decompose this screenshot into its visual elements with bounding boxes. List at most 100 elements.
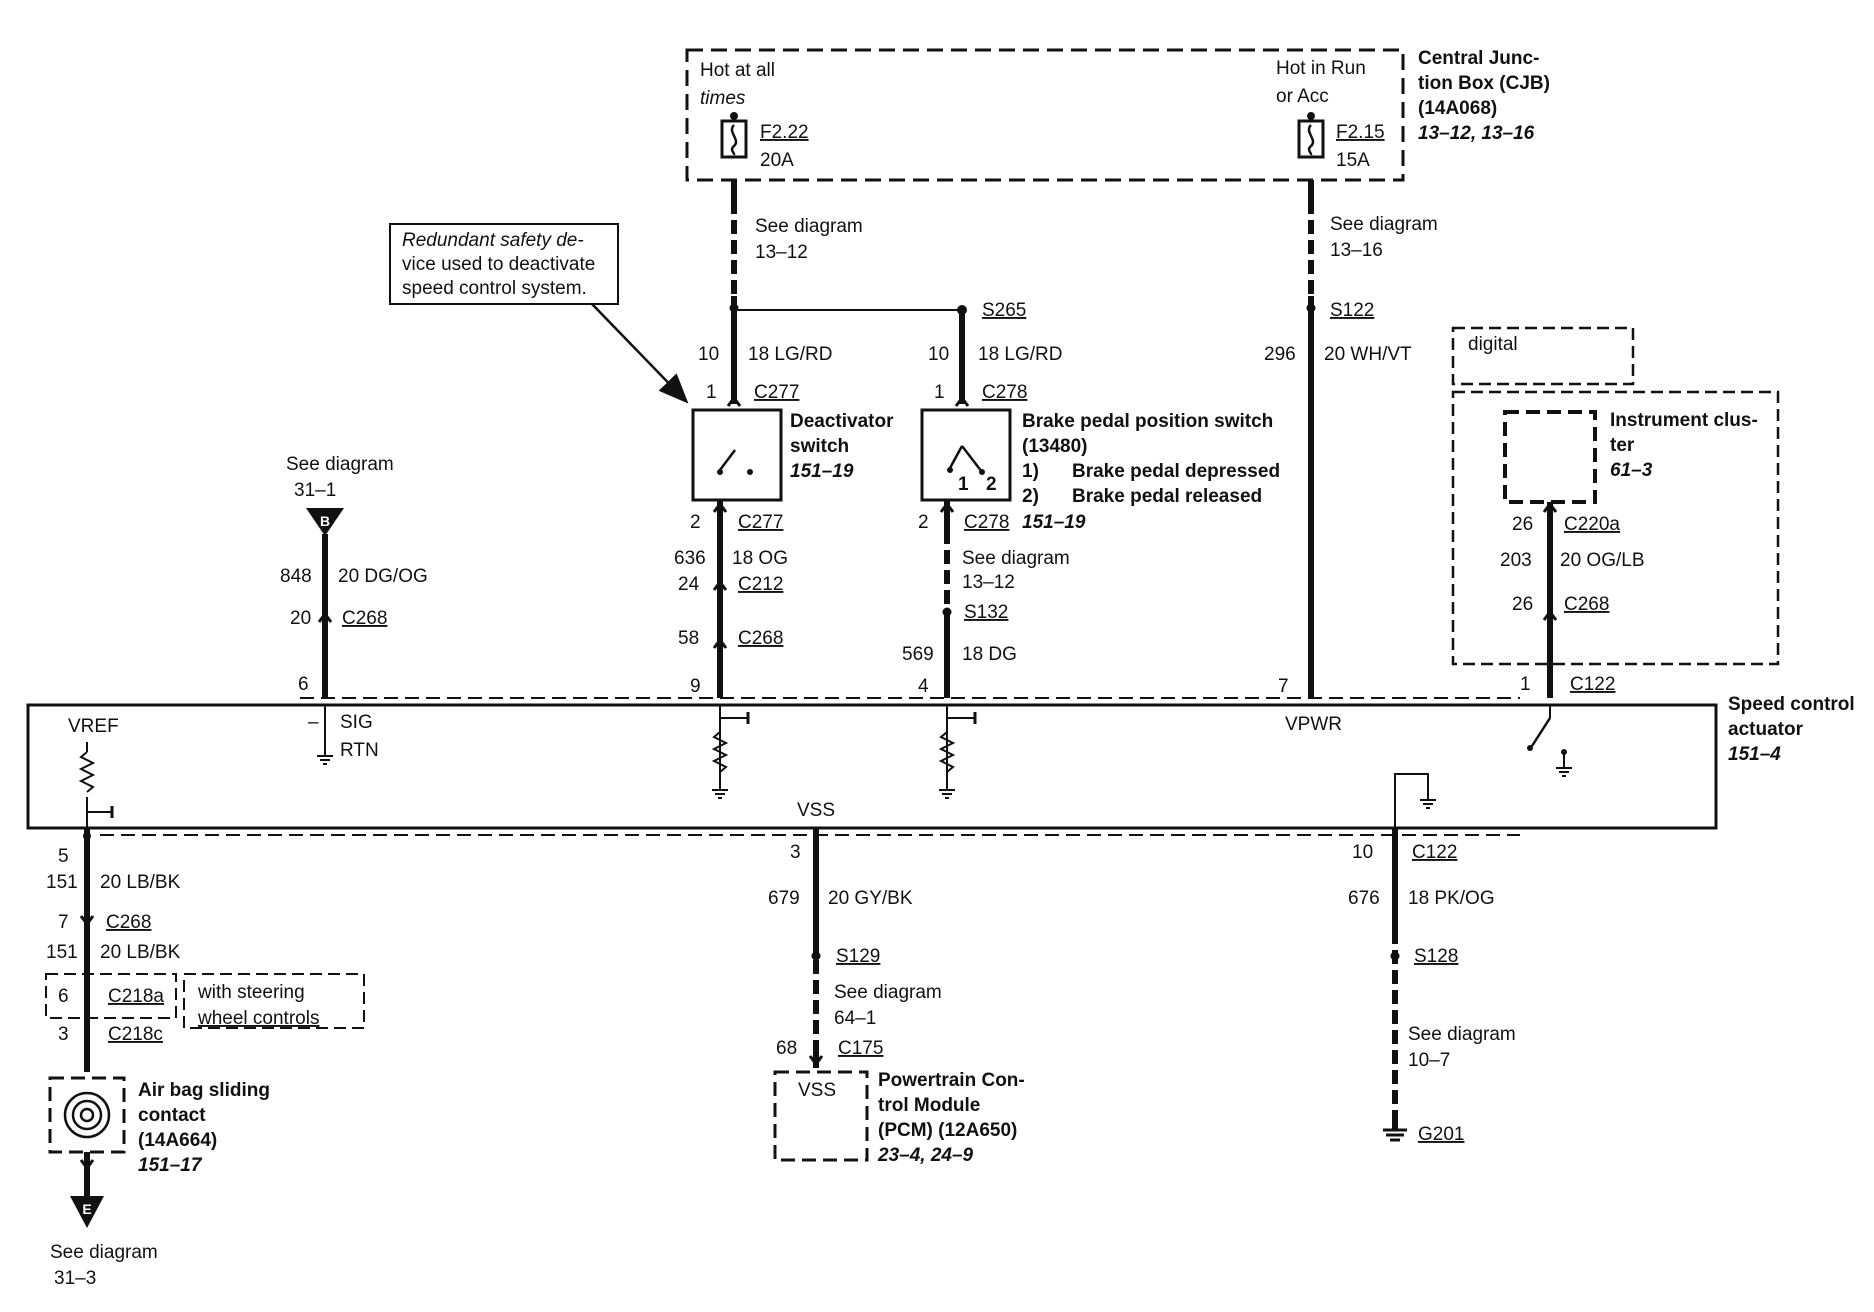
brake-name-line2: (13480) bbox=[1022, 436, 1088, 457]
wire-679-circuit: 3 679 20 GY/BK S129 See diagram 64–1 68 … bbox=[768, 828, 942, 1068]
see-diagram-64-1-label: See diagram bbox=[834, 982, 942, 1003]
left-pin5: 5 bbox=[58, 846, 69, 867]
c218a-pin: 6 bbox=[58, 986, 69, 1007]
brake-state1: Brake pedal depressed bbox=[1072, 461, 1280, 482]
airbag-name-line3: (14A664) bbox=[138, 1130, 217, 1151]
actuator-sig: SIG bbox=[340, 712, 373, 733]
c212-pin: 24 bbox=[678, 574, 700, 595]
c277-bottom-label: C277 bbox=[738, 512, 783, 533]
c268-cluster-label: C268 bbox=[1564, 594, 1609, 615]
pcm-name-line1: Powertrain Con- bbox=[878, 1070, 1025, 1091]
c278-top-label: C278 bbox=[982, 382, 1027, 403]
see-diagram-31-1-ref: 31–1 bbox=[294, 480, 336, 501]
see-diagram-31-3-ref: 31–3 bbox=[54, 1268, 96, 1289]
see-diagram-13-12-mid-label: See diagram bbox=[962, 548, 1070, 569]
splice-s128: S128 bbox=[1414, 946, 1458, 967]
wire569-pin: 569 bbox=[902, 644, 934, 665]
c220a-pin: 26 bbox=[1512, 514, 1533, 535]
wire-848-circuit: See diagram 31–1 B 848 20 DG/OG 20 C268 … bbox=[280, 454, 428, 698]
actuator-pin7: 7 bbox=[1278, 676, 1289, 697]
wire296-label: 20 WH/VT bbox=[1324, 344, 1412, 365]
see-diagram-13-12-top-ref: 13–12 bbox=[755, 242, 808, 263]
cjb-title-line3: (14A068) bbox=[1418, 98, 1497, 119]
brake-name-line1: Brake pedal position switch bbox=[1022, 411, 1273, 432]
see-diagram-13-12-mid-ref: 13–12 bbox=[962, 572, 1015, 593]
c212-label: C212 bbox=[738, 574, 783, 595]
instrument-cluster: digital Instrument clus- ter 61–3 26 C22… bbox=[1451, 326, 1780, 698]
splice-s122: S122 bbox=[1330, 300, 1374, 321]
actuator-vref: VREF bbox=[68, 716, 119, 737]
ground-g201: G201 bbox=[1418, 1124, 1464, 1145]
note-line1: Redundant safety de- bbox=[402, 230, 584, 251]
actuator-name-line1: Speed control bbox=[1728, 694, 1855, 715]
see-diagram-13-12-top-label: See diagram bbox=[755, 216, 863, 237]
c268-deact-pin: 58 bbox=[678, 628, 699, 649]
wire-151-circuit: 5 151 20 LB/BK 7 C268 151 20 LB/BK 6 C21… bbox=[45, 828, 365, 1072]
see-diagram-64-1-ref: 64–1 bbox=[834, 1008, 876, 1029]
fuse1-id: F2.22 bbox=[760, 122, 809, 143]
c220a-label: C220a bbox=[1564, 514, 1620, 535]
speed-control-actuator: VREF – SIG RTN VPWR VSS Sp bbox=[26, 694, 1855, 836]
fuse2-amp: 15A bbox=[1336, 150, 1370, 171]
cluster-name-line1: Instrument clus- bbox=[1610, 410, 1758, 431]
wire679-pin: 679 bbox=[768, 888, 800, 909]
fuse-f2-22: F2.22 20A bbox=[720, 112, 809, 171]
actuator-minus: – bbox=[308, 712, 319, 733]
fuse2-id: F2.15 bbox=[1336, 122, 1385, 143]
c268-cluster-pin: 26 bbox=[1512, 594, 1533, 615]
pcm-vss: VSS bbox=[798, 1080, 836, 1101]
wire10a-pin: 10 bbox=[698, 344, 719, 365]
see-diagram-31-3-label: See diagram bbox=[50, 1242, 158, 1263]
wire636-label: 18 OG bbox=[732, 548, 788, 569]
see-diagram-13-16-ref: 13–16 bbox=[1330, 240, 1383, 261]
airbag-name-line2: contact bbox=[138, 1105, 206, 1126]
steering-line1: with steering bbox=[197, 982, 305, 1003]
c278-top-pin: 1 bbox=[934, 382, 945, 403]
wire636-pin: 636 bbox=[674, 548, 706, 569]
actuator-pin4: 4 bbox=[918, 676, 929, 697]
cjb-hot-run-line2: or Acc bbox=[1276, 86, 1329, 107]
see-diagram-13-16-label: See diagram bbox=[1330, 214, 1438, 235]
wire848-label: 20 DG/OG bbox=[338, 566, 428, 587]
note-line2: vice used to deactivate bbox=[402, 254, 595, 275]
cluster-ref: 61–3 bbox=[1610, 460, 1653, 481]
deactivator-name-line1: Deactivator bbox=[790, 411, 894, 432]
actuator-pin9: 9 bbox=[690, 676, 701, 697]
brake-state1-num: 1) bbox=[1022, 461, 1039, 482]
wire-636-circuit: 2 C277 636 18 OG 24 C212 58 C268 9 bbox=[674, 500, 788, 698]
actuator-vpwr: VPWR bbox=[1285, 714, 1342, 735]
c278-bottom-pin: 2 bbox=[918, 512, 929, 533]
brake-ref: 151–19 bbox=[1022, 512, 1086, 533]
redundant-safety-note: Redundant safety de- vice used to deacti… bbox=[389, 223, 689, 404]
cjb-hot-all-line2: times bbox=[700, 88, 746, 109]
wire-f2-22-circuit: See diagram 13–12 10 18 LG/RD S265 10 18… bbox=[698, 180, 1062, 407]
wire-569-circuit: 2 C278 See diagram 13–12 S132 569 18 DG … bbox=[902, 500, 1070, 698]
wire10a-label: 18 LG/RD bbox=[748, 344, 832, 365]
fuse-f2-15: F2.15 15A bbox=[1297, 112, 1385, 171]
deactivator-name-line2: switch bbox=[790, 436, 849, 457]
actuator-pin6: 6 bbox=[298, 674, 309, 695]
c268-left-pin: 7 bbox=[58, 912, 69, 933]
c218c-label: C218c bbox=[108, 1024, 163, 1045]
wire10b-pin: 10 bbox=[928, 344, 949, 365]
c277-bottom-pin: 2 bbox=[690, 512, 701, 533]
deactivator-ref: 151–19 bbox=[790, 461, 854, 482]
wire676-label: 18 PK/OG bbox=[1408, 888, 1495, 909]
pcm-ref: 23–4, 24–9 bbox=[877, 1145, 974, 1166]
actuator-name-line2: actuator bbox=[1728, 719, 1804, 740]
pcm-name-line3: (PCM) (12A650) bbox=[878, 1120, 1017, 1141]
cjb-title-line2: tion Box (CJB) bbox=[1418, 73, 1550, 94]
central-junction-box: Hot at all times Hot in Run or Acc F2.22… bbox=[685, 48, 1550, 182]
c268-deact-label: C268 bbox=[738, 628, 783, 649]
actuator-rtn: RTN bbox=[340, 740, 379, 761]
c218c-pin: 3 bbox=[58, 1024, 69, 1045]
c122-top-label: C122 bbox=[1570, 674, 1615, 695]
wire569-label: 18 DG bbox=[962, 644, 1017, 665]
c277-top-label: C277 bbox=[754, 382, 799, 403]
wire-676-circuit: 10 C122 676 18 PK/OG S128 See diagram 10… bbox=[1348, 828, 1516, 1145]
c268-b-pin: 20 bbox=[290, 608, 311, 629]
airbag-name-line1: Air bag sliding bbox=[138, 1080, 270, 1101]
cjb-refs: 13–12, 13–16 bbox=[1418, 123, 1535, 144]
actuator-vss: VSS bbox=[797, 800, 835, 821]
see-diagram-10-7-label: See diagram bbox=[1408, 1024, 1516, 1045]
